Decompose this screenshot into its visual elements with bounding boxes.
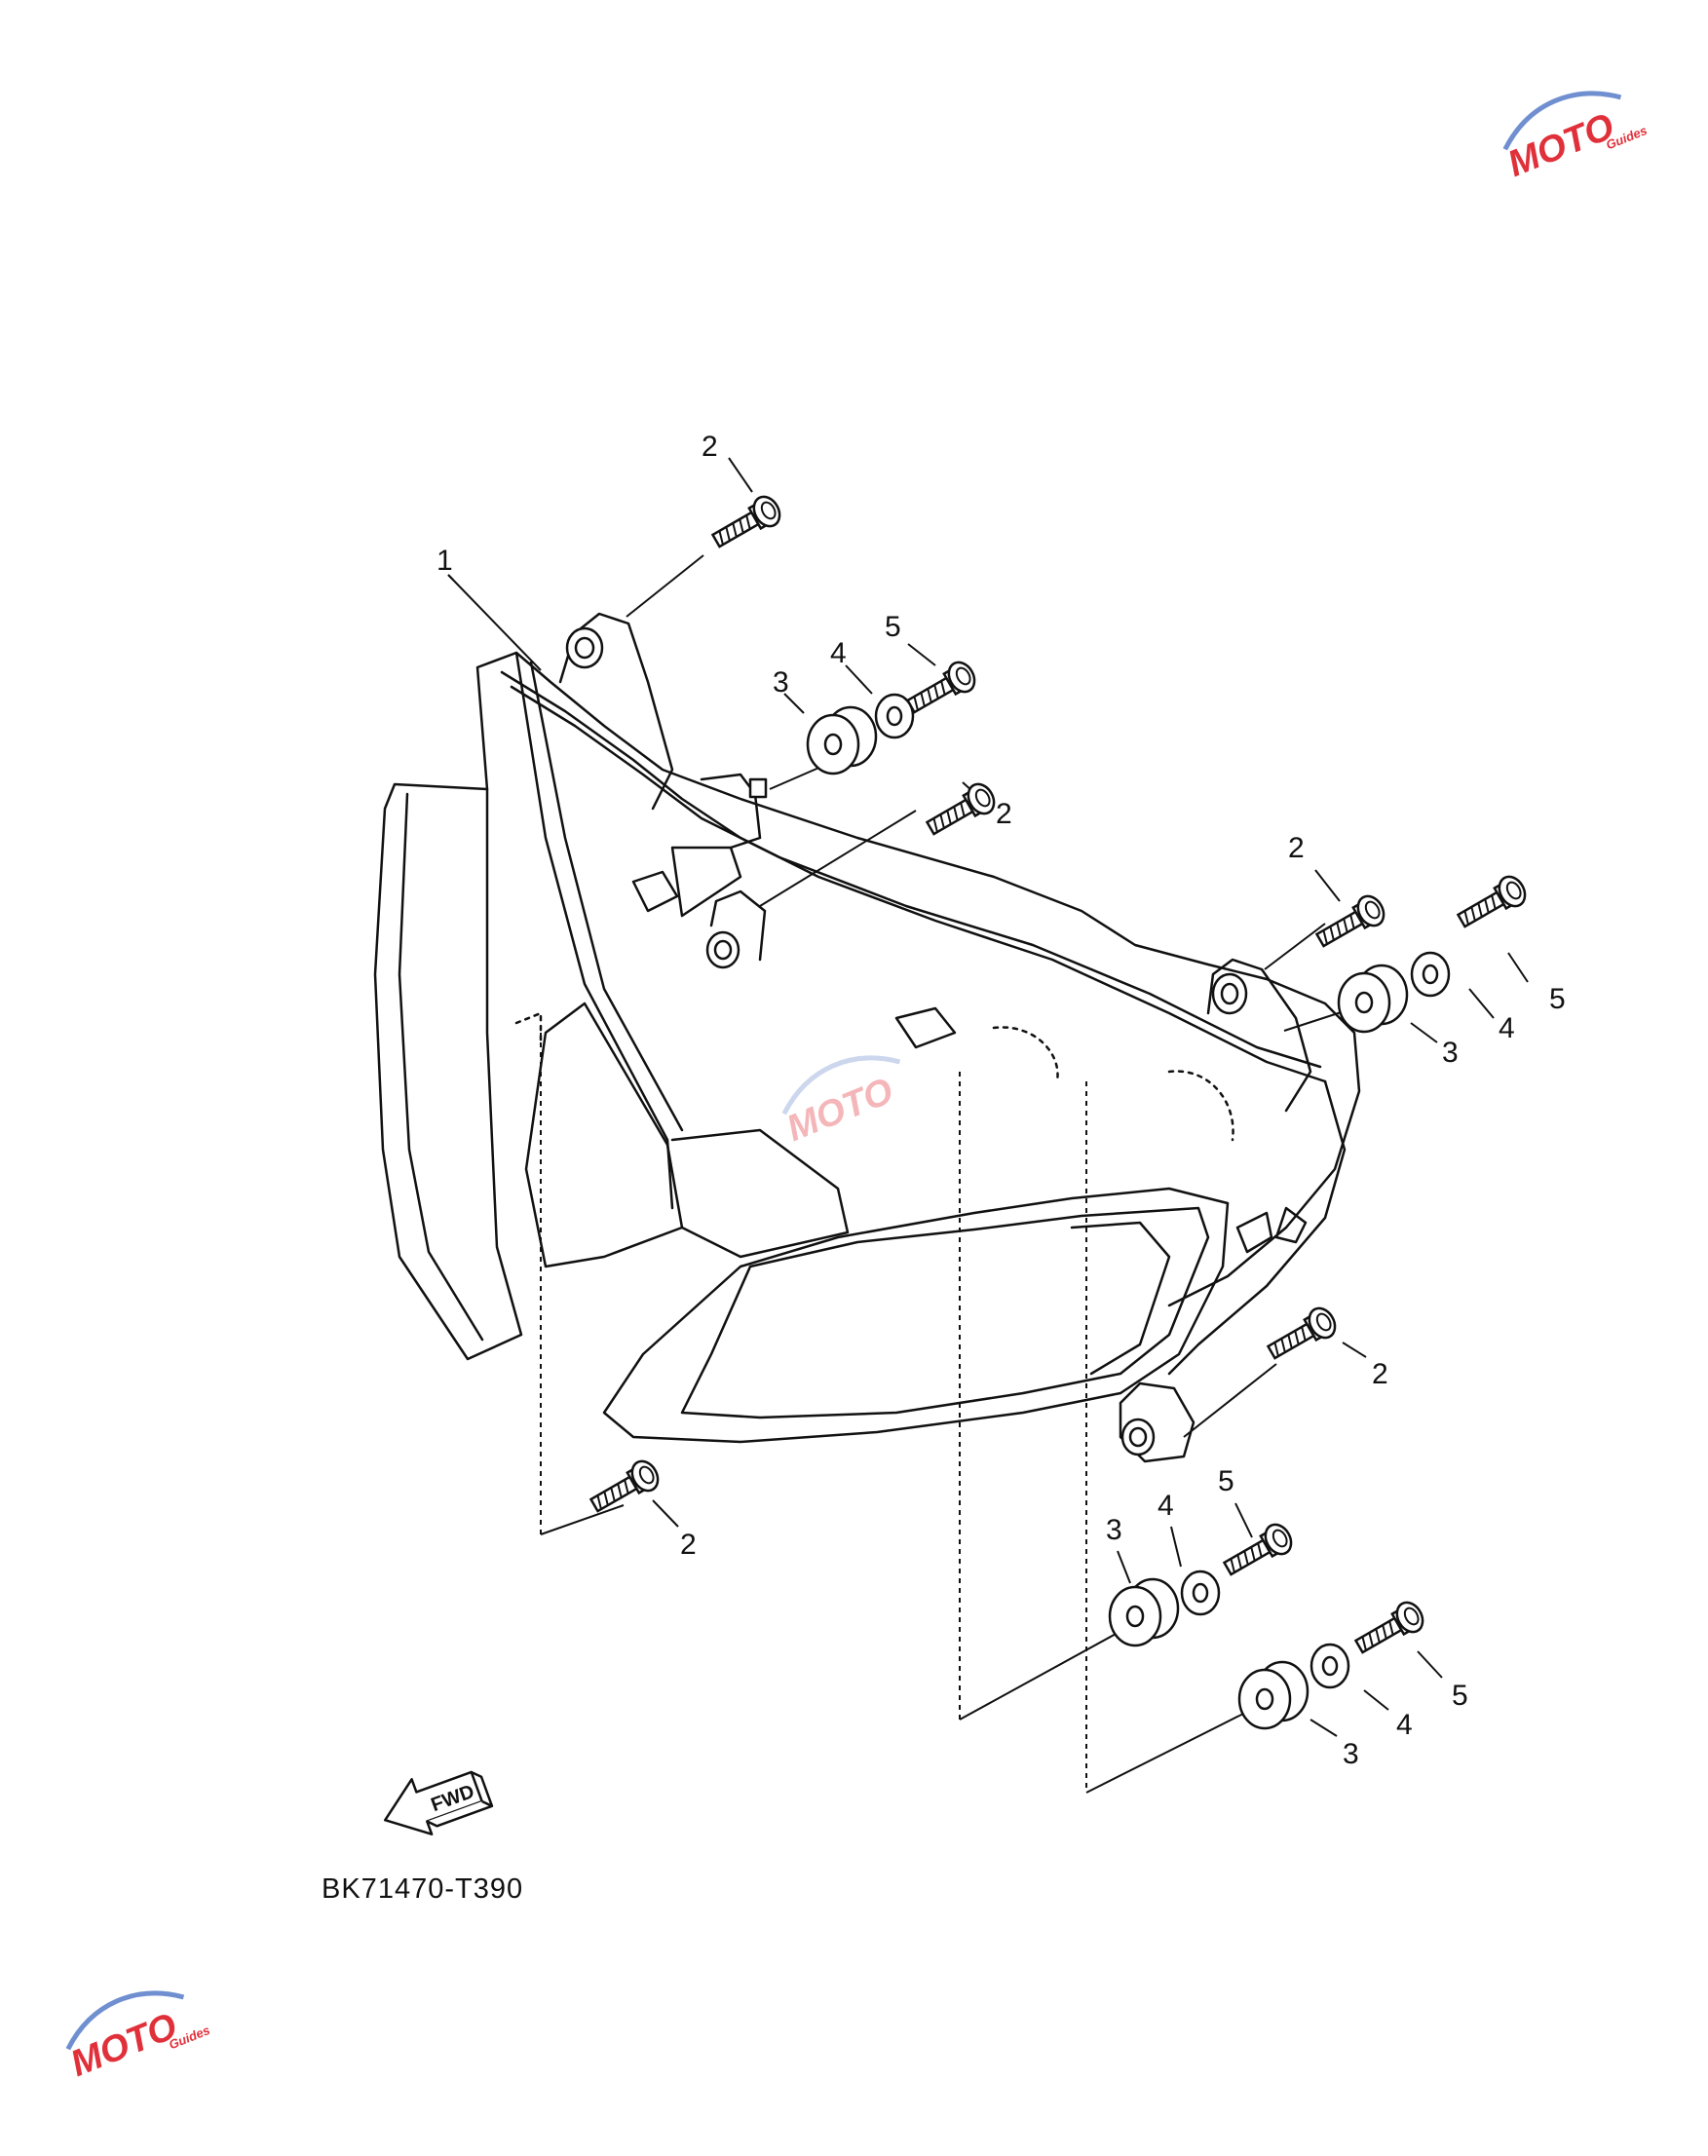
callout-5: 5	[885, 611, 901, 643]
fwd-arrow: FWD	[384, 1770, 494, 1835]
callout-2: 2	[996, 798, 1012, 830]
watermark-text: MOTO	[781, 1071, 899, 1150]
grommet-right	[1337, 964, 1409, 1034]
bolt-upper-mid	[901, 656, 981, 722]
callout-3: 3	[773, 666, 789, 699]
callout-4: 4	[1499, 1012, 1515, 1044]
callout-4: 4	[830, 637, 847, 669]
washer-bottom-lower	[1309, 1643, 1350, 1689]
bolt-mid	[921, 777, 1001, 844]
bolt-lower-left	[585, 1455, 664, 1521]
grommet-upper	[806, 705, 878, 775]
bolt-bottom-upper	[1218, 1518, 1298, 1584]
watermark-logo-top: MOTO Guides	[1502, 91, 1650, 185]
watermark-text: MOTO	[1502, 106, 1620, 185]
watermark-logo-bottom: MOTO Guides	[65, 1990, 212, 2085]
callout-4: 4	[1158, 1490, 1174, 1522]
watermark-logo-center: MOTO	[781, 1055, 901, 1150]
callout-5: 5	[1218, 1465, 1234, 1497]
bolt-top-left	[706, 490, 786, 556]
washer-upper	[874, 693, 915, 739]
diagram-code: BK71470-T390	[322, 1873, 523, 1905]
grommet-bottom-lower	[1237, 1660, 1309, 1730]
callout-2: 2	[680, 1529, 697, 1561]
callout-3: 3	[1343, 1738, 1359, 1770]
watermark-text: MOTO	[65, 2006, 183, 2085]
callout-3: 3	[1442, 1037, 1459, 1069]
bolt-bottom-lower	[1349, 1596, 1429, 1662]
callout-2: 2	[1372, 1358, 1388, 1390]
callout-2: 2	[1288, 832, 1305, 864]
leader-lines	[447, 457, 1529, 1794]
callout-2: 2	[702, 431, 718, 463]
grommet-bottom-upper	[1108, 1577, 1180, 1647]
callout-labels: 1 2 3 4 5 2 2 5 4 3 2 2 5 4 3 5 4 3	[436, 431, 1566, 1770]
bolt-far-right	[1452, 870, 1532, 936]
callout-1: 1	[436, 545, 453, 577]
callout-3: 3	[1106, 1514, 1122, 1546]
washer-bottom-upper	[1180, 1570, 1221, 1616]
washer-right	[1410, 951, 1451, 998]
callout-5: 5	[1452, 1680, 1468, 1712]
fasteners	[585, 490, 1532, 1730]
callout-4: 4	[1396, 1709, 1413, 1741]
bolt-right	[1310, 889, 1390, 956]
headlight-assembly	[373, 612, 1361, 1463]
callout-5: 5	[1549, 983, 1566, 1015]
bolt-lower-right	[1262, 1302, 1342, 1368]
